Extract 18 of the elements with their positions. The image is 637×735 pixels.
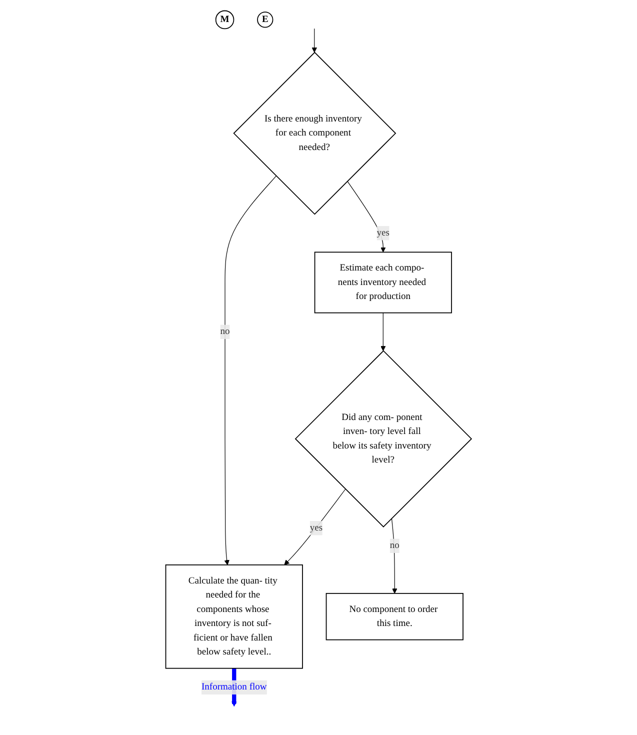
edge-label: no bbox=[220, 326, 230, 337]
node-diamond: Is there enough inventory for each component needed? bbox=[233, 52, 396, 215]
edge-label: Information flow bbox=[201, 682, 267, 692]
arrow bbox=[391, 518, 398, 594]
arrow bbox=[224, 176, 276, 566]
arrow bbox=[380, 312, 386, 352]
arrow bbox=[284, 488, 346, 566]
node-box: No component to order this time. bbox=[326, 593, 464, 640]
node-circle: E bbox=[256, 12, 274, 28]
node-box: Calculate the quan- tity needed for the components whose inventory is not suf- ficient or have fallen below safety level.. bbox=[165, 564, 303, 669]
edge-label: yes bbox=[376, 228, 390, 238]
node-circle: M bbox=[215, 10, 234, 30]
arrow bbox=[346, 180, 386, 252]
node-diamond: Did any com- ponent inven- tory level fall below its safety inventory level? bbox=[294, 350, 472, 528]
node-box: Estimate each compo- nents inventory needed for production bbox=[314, 252, 452, 314]
edge-label: yes bbox=[310, 522, 322, 533]
arrow bbox=[312, 28, 317, 53]
edge-label: no bbox=[390, 540, 400, 551]
